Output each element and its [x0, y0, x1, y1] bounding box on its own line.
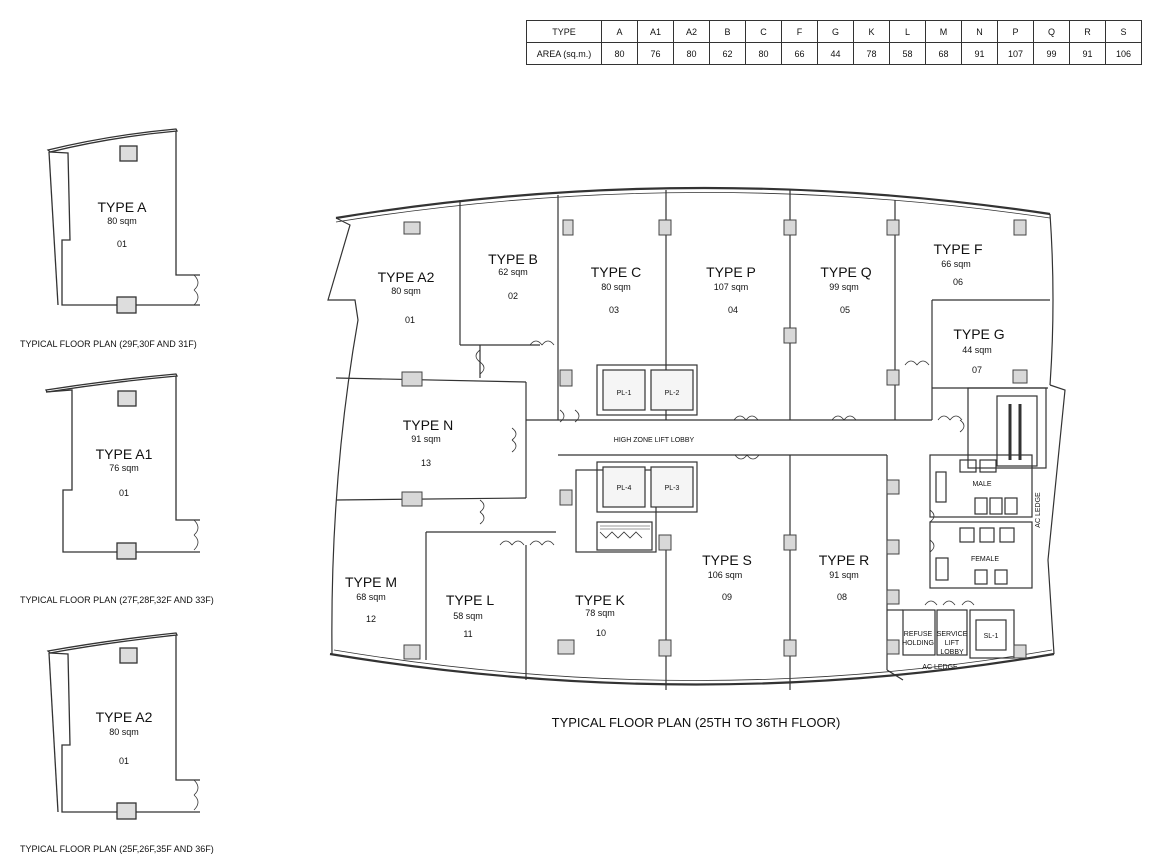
unit-p: TYPE P 107 sqm 04: [706, 264, 756, 315]
side-plan-unit-number: 01: [119, 488, 129, 498]
main-floor-plan: [327, 186, 1066, 690]
unit-type-label: TYPE A2: [378, 269, 435, 285]
unit-number: 06: [953, 277, 963, 287]
unit-b: TYPE B 62 sqm 02: [488, 251, 538, 301]
unit-l: TYPE L 58 sqm 11: [446, 592, 494, 639]
unit-area-label: 58 sqm: [453, 611, 483, 621]
unit-area-label: 80 sqm: [601, 282, 631, 292]
unit-number: 12: [366, 614, 376, 624]
lift-label: PL-2: [665, 390, 680, 397]
side-plan-area-label: 76 sqm: [109, 463, 139, 473]
unit-g: TYPE G 44 sqm 07: [953, 326, 1004, 375]
unit-area-label: 91 sqm: [829, 570, 859, 580]
unit-f: TYPE F 66 sqm 06: [933, 241, 982, 287]
table-row: TYPE A A1 A2 B C F G K L M N P Q R S: [526, 20, 1142, 43]
lift-label: SL-1: [984, 633, 999, 640]
refuse-holding-label: REFUSE: [904, 631, 933, 638]
side-plan-type-label: TYPE A1: [96, 446, 153, 462]
unit-area-label: 99 sqm: [829, 282, 859, 292]
lift-label: PL-1: [617, 390, 632, 397]
side-plan-caption: TYPICAL FLOOR PLAN (29F,30F AND 31F): [20, 339, 197, 349]
side-plan-caption: TYPICAL FLOOR PLAN (27F,28F,32F AND 33F): [20, 595, 214, 605]
unit-area-label: 80 sqm: [391, 286, 421, 296]
female-toilet-label: FEMALE: [971, 556, 999, 563]
unit-r: TYPE R 91 sqm 08: [819, 552, 870, 602]
side-plan-area-label: 80 sqm: [107, 216, 137, 226]
unit-area-table: TYPE A A1 A2 B C F G K L M N P Q R S ARE…: [526, 20, 1142, 65]
unit-area-label: 62 sqm: [498, 267, 528, 277]
unit-type-label: TYPE F: [933, 241, 982, 257]
table-cell-area: 80: [745, 42, 782, 65]
main-plan-caption: TYPICAL FLOOR PLAN (25TH TO 36TH FLOOR): [552, 715, 841, 730]
unit-type-label: TYPE P: [706, 264, 756, 280]
unit-number: 10: [596, 628, 606, 638]
unit-area-label: 107 sqm: [714, 282, 749, 292]
male-toilet-label: MALE: [972, 481, 991, 488]
unit-number: 07: [972, 365, 982, 375]
unit-c: TYPE C 80 sqm 03: [591, 264, 642, 315]
ac-ledge-label: AC LEDGE: [922, 664, 958, 671]
unit-type-label: TYPE M: [345, 574, 397, 590]
side-plan-type-a: [46, 128, 200, 314]
service-lift-lobby-label: LOBBY: [940, 649, 964, 656]
side-plan-type-label: TYPE A2: [96, 709, 153, 725]
unit-type-label: TYPE Q: [820, 264, 871, 280]
side-plan-caption: TYPICAL FLOOR PLAN (25F,26F,35F AND 36F): [20, 844, 214, 854]
unit-area-label: 44 sqm: [962, 345, 992, 355]
side-plan-type-a1: [45, 373, 200, 560]
unit-number: 02: [508, 291, 518, 301]
ac-ledge-label: AC LEDGE: [1035, 492, 1042, 528]
unit-type-label: TYPE G: [953, 326, 1004, 342]
service-lift-lobby-label: SERVICE: [937, 631, 968, 638]
side-plan-type-label: TYPE A: [97, 199, 147, 215]
unit-s: TYPE S 106 sqm 09: [702, 552, 752, 602]
unit-number: 05: [840, 305, 850, 315]
unit-q: TYPE Q 99 sqm 05: [820, 264, 871, 315]
unit-type-label: TYPE L: [446, 592, 494, 608]
lift-label: PL-4: [617, 485, 632, 492]
unit-area-label: 106 sqm: [708, 570, 743, 580]
unit-area-label: 91 sqm: [411, 434, 441, 444]
lift-label: PL-3: [665, 485, 680, 492]
unit-type-label: TYPE C: [591, 264, 642, 280]
unit-type-label: TYPE B: [488, 251, 538, 267]
side-plan-unit-number: 01: [119, 756, 129, 766]
unit-number: 04: [728, 305, 738, 315]
unit-area-label: 68 sqm: [356, 592, 386, 602]
side-plan-area-label: 80 sqm: [109, 727, 139, 737]
table-cell-area: 78: [853, 42, 890, 65]
unit-number: 08: [837, 592, 847, 602]
unit-number: 09: [722, 592, 732, 602]
lift-lobby-label: HIGH ZONE LIFT LOBBY: [614, 437, 695, 444]
unit-type-label: TYPE N: [403, 417, 454, 433]
unit-m: TYPE M 68 sqm 12: [345, 574, 397, 624]
table-cell-area: 107: [997, 42, 1034, 65]
side-plan-type-a2: [46, 632, 200, 820]
table-cell-area: 99: [1033, 42, 1070, 65]
refuse-holding-label: HOLDING: [902, 640, 934, 647]
unit-type-label: TYPE S: [702, 552, 752, 568]
unit-n: TYPE N 91 sqm 13: [403, 417, 454, 468]
unit-number: 11: [463, 629, 472, 639]
table-row: AREA (sq.m.) 80 76 80 62 80 66 44 78 58 …: [526, 42, 1142, 65]
unit-k: TYPE K 78 sqm 10: [575, 592, 625, 638]
unit-type-label: TYPE K: [575, 592, 625, 608]
unit-type-label: TYPE R: [819, 552, 870, 568]
unit-number: 03: [609, 305, 619, 315]
unit-a2: TYPE A2 80 sqm 01: [378, 269, 435, 325]
side-plan-unit-number: 01: [117, 239, 127, 249]
unit-number: 01: [405, 315, 415, 325]
table-cell-area: 106: [1105, 42, 1142, 65]
unit-area-label: 78 sqm: [585, 608, 615, 618]
service-lift-lobby-label: LIFT: [945, 640, 960, 647]
unit-number: 13: [421, 458, 431, 468]
unit-area-label: 66 sqm: [941, 259, 971, 269]
